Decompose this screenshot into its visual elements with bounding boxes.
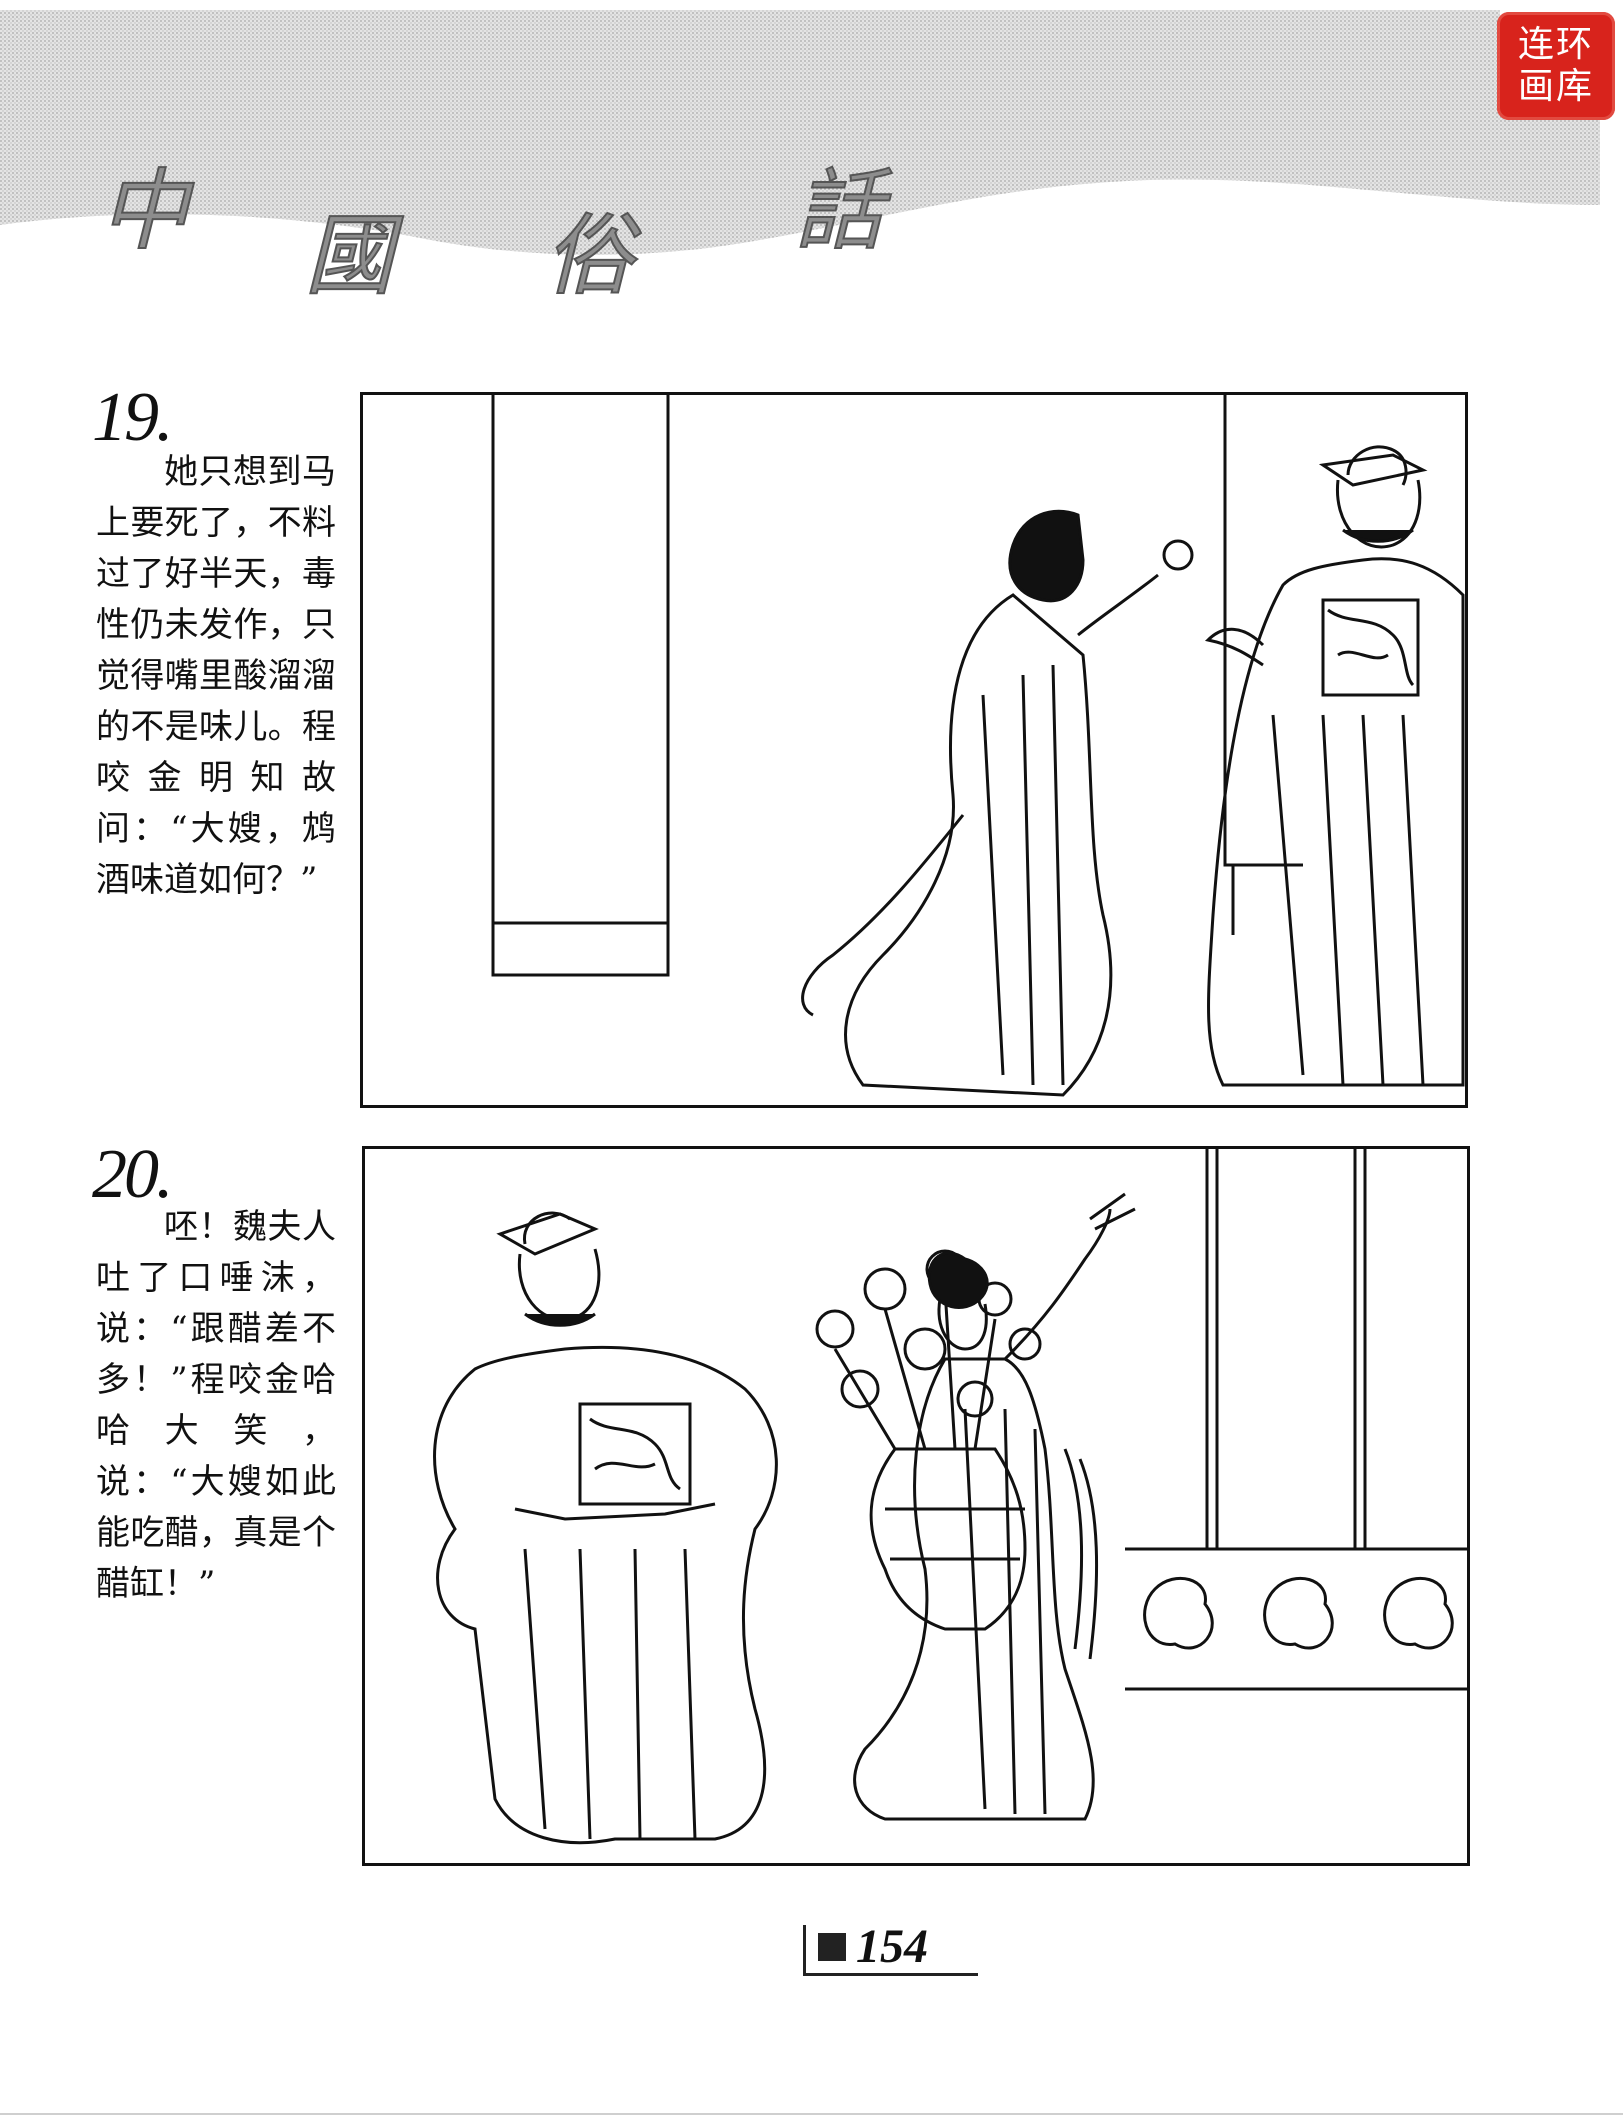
- header-banner: 中 國 俗 話: [0, 0, 1623, 308]
- page-number: 154: [856, 1920, 928, 1973]
- panel-19-line-drawing: [491, 395, 1465, 1097]
- bottom-scan-rule: [0, 2113, 1623, 2115]
- header-title-char-3: 俗: [544, 203, 634, 308]
- hanging-scroll-left-edge: [491, 395, 670, 977]
- frame-20-caption: 呸！魏夫人吐了口唾沫，说：“跟醋差不多！”程咬金哈哈大笑，说：“大嫂如此能吃醋，…: [96, 1207, 336, 1604]
- frame-19-caption: 她只想到马上要死了，不料过了好半天，毒性仍未发作，只觉得嘴里酸溜溜的不是味儿。程…: [96, 452, 336, 900]
- illustration-panel-20: [362, 1146, 1470, 1866]
- frame-number-20: 20.: [92, 1136, 173, 1213]
- illustration-panel-19: [360, 392, 1468, 1108]
- stamp-text-line-1: 连环: [1517, 24, 1594, 65]
- header-title-char-2: 國: [304, 203, 394, 308]
- library-seal-stamp: 连环 画库: [1497, 12, 1615, 120]
- frame-number-19: 19.: [92, 379, 173, 456]
- page-marker-square-icon: [818, 1933, 846, 1961]
- header-title-char-4: 話: [794, 158, 884, 263]
- stamp-text-line-2: 画库: [1517, 66, 1594, 107]
- panel-20-line-drawing: [433, 1149, 1467, 1845]
- page-number-footer: 154: [803, 1920, 978, 1976]
- header-wave-background: [0, 10, 1600, 255]
- header-title-char-1: 中: [99, 158, 189, 263]
